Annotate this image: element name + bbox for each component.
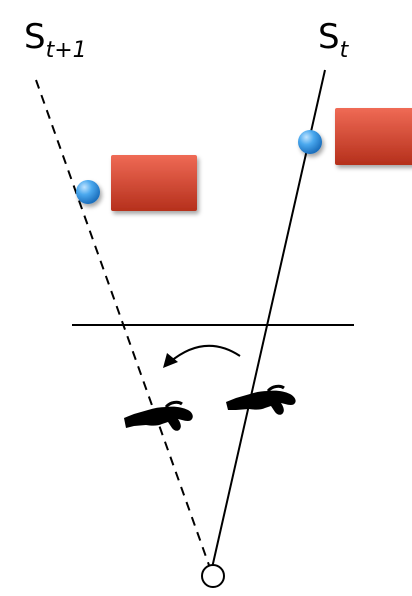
viewpoint-circle-icon [201, 564, 225, 588]
state-label-next: St+1 [24, 20, 87, 62]
hand-icon [226, 384, 296, 415]
state-label-next-sub: t+1 [45, 38, 87, 63]
rotation-arrow-icon [169, 344, 241, 363]
hand-icon [124, 400, 193, 431]
state-label-current-main: S [318, 17, 340, 57]
sensor-ball-icon [76, 180, 100, 204]
object-rect-icon [335, 108, 412, 165]
sensor-ball-icon [298, 130, 322, 154]
object-rect-icon [111, 155, 197, 211]
state-label-current-sub: t [339, 38, 349, 63]
state-label-next-main: S [24, 17, 46, 57]
rotation-arrowhead-icon [163, 353, 178, 368]
state-label-current: St [318, 20, 348, 62]
